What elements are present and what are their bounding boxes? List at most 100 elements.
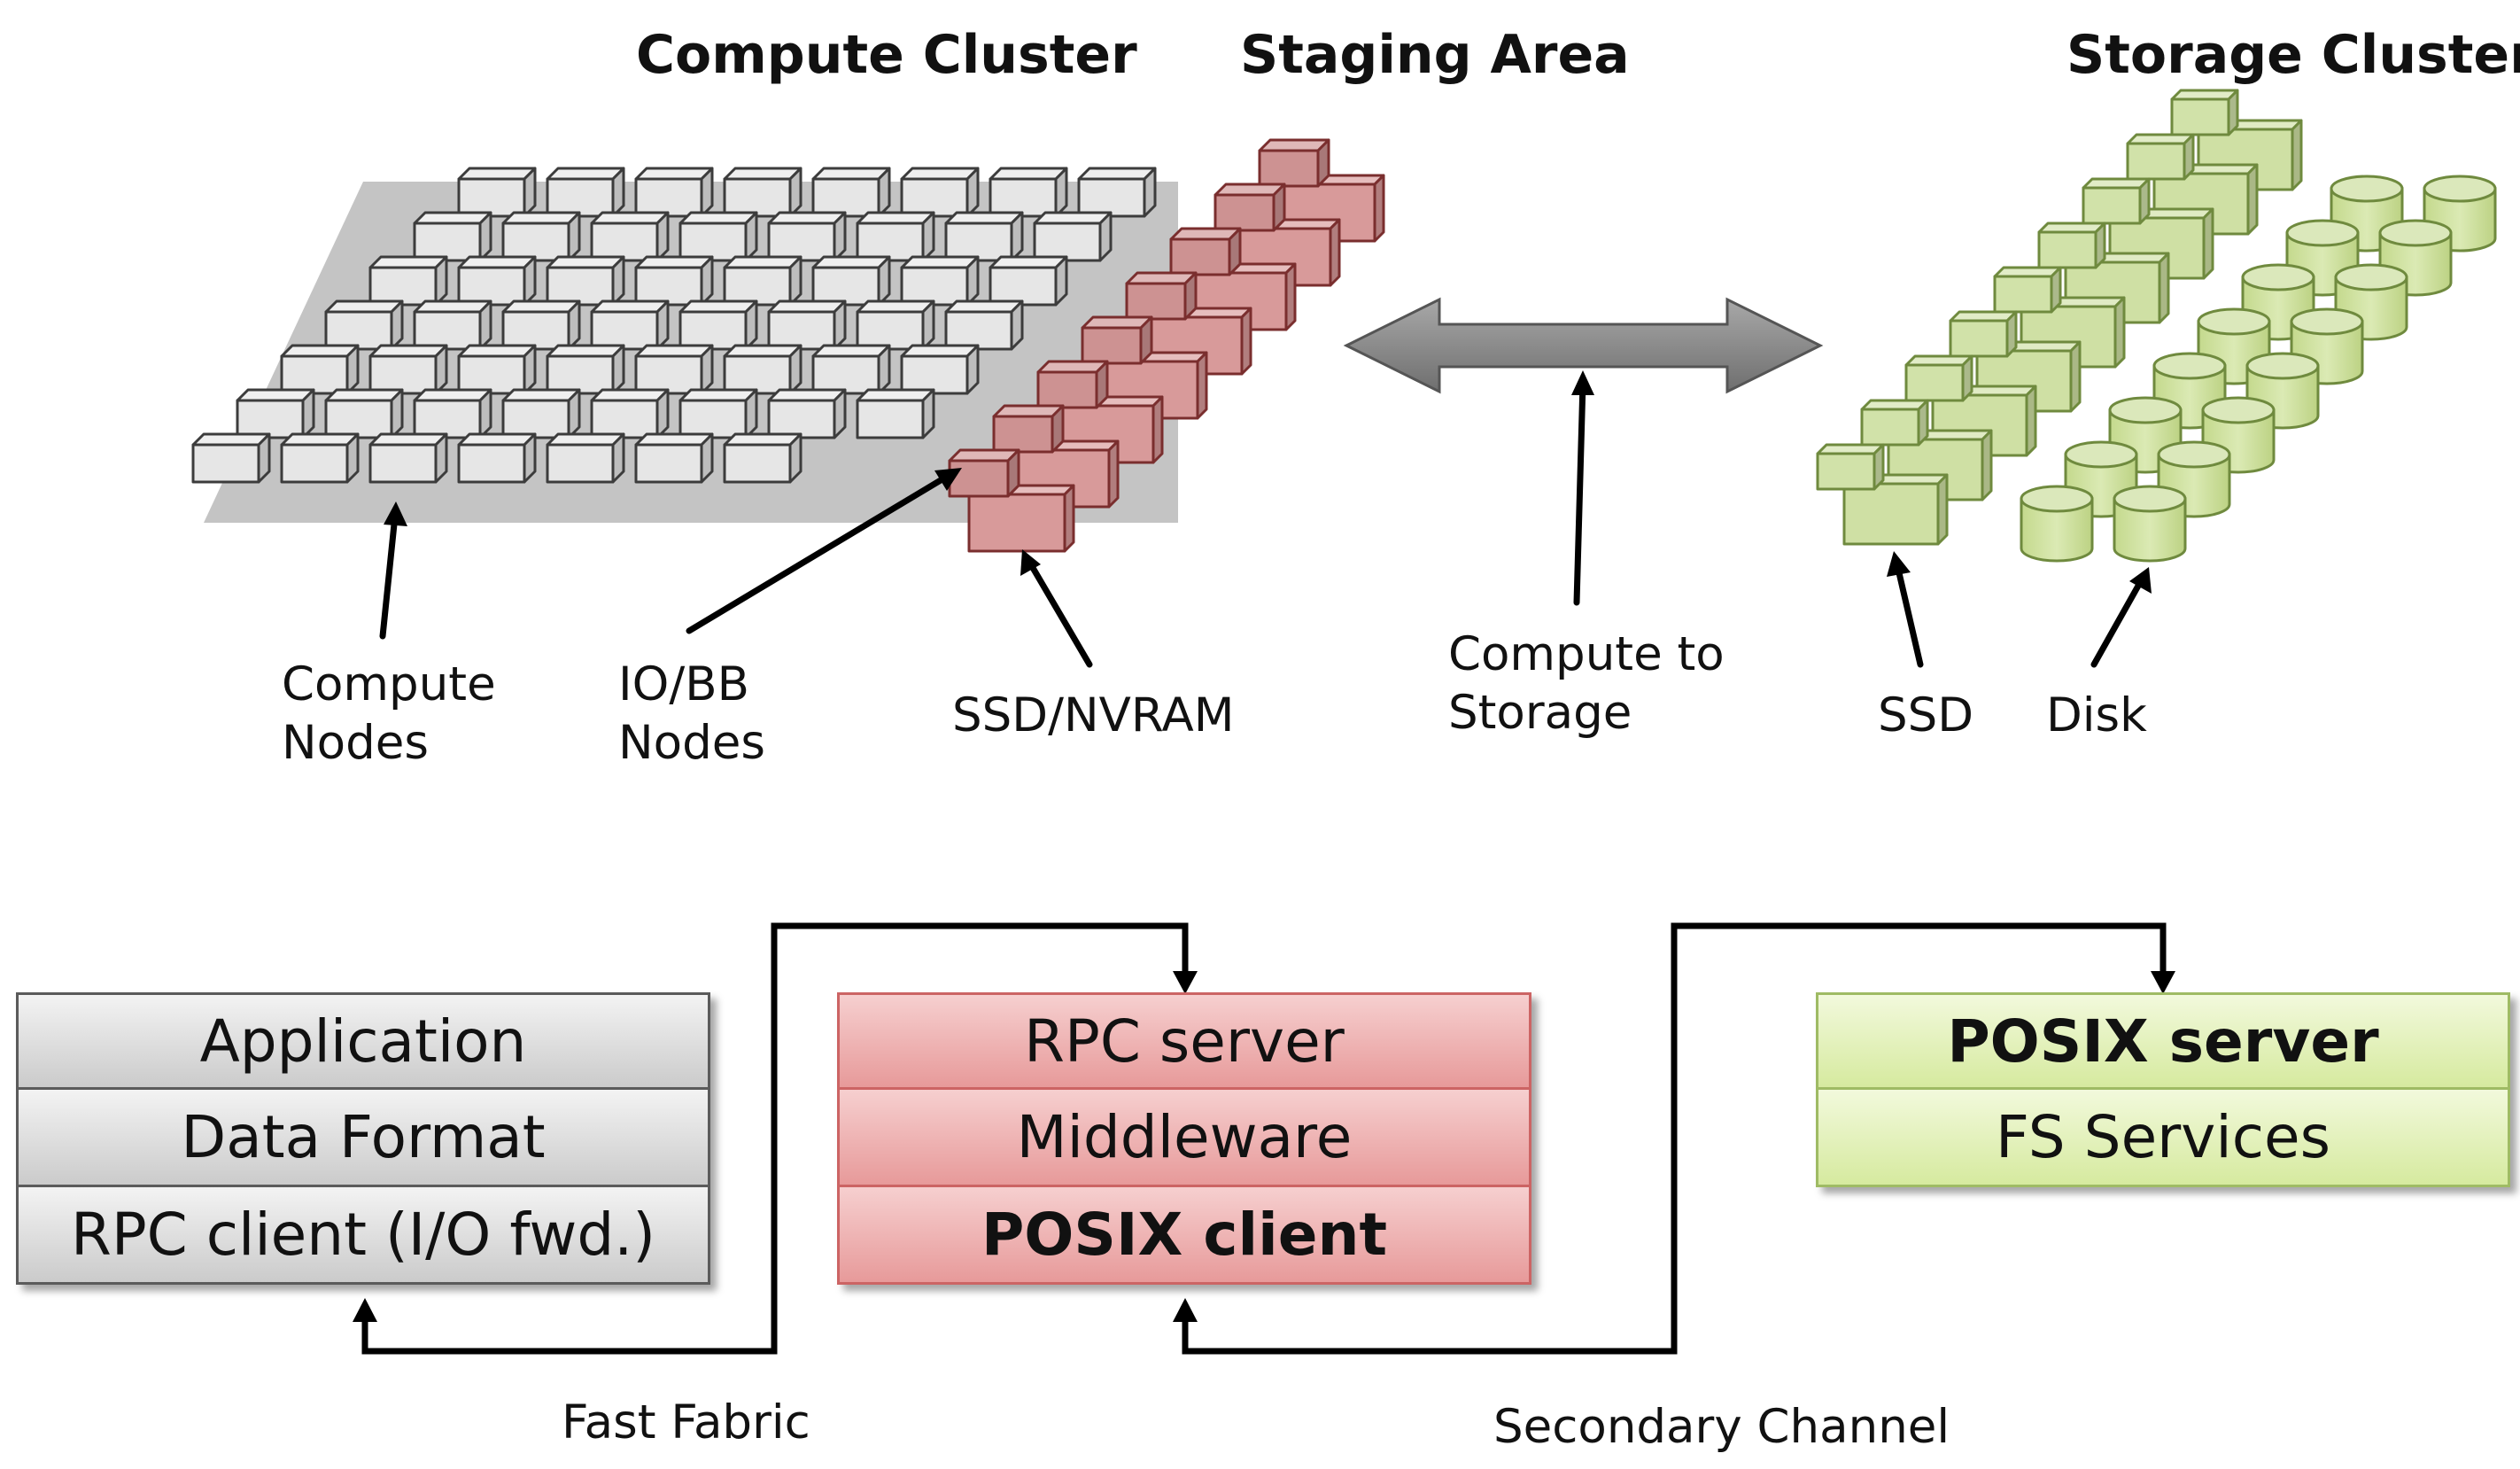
compute-node: [900, 344, 980, 395]
arrowhead: [1020, 549, 1041, 576]
storage-ssd-stack: [1816, 89, 2303, 546]
compute-node: [944, 211, 1024, 262]
io-bb-node: [1125, 271, 1198, 321]
compute-node: [1077, 167, 1157, 218]
compute-node: [457, 167, 537, 218]
ssd-label: SSD: [1878, 688, 1974, 742]
io-bb-node: [1258, 138, 1330, 188]
compute-node: [723, 432, 803, 484]
storage-server-node: [1949, 310, 2018, 358]
storage-server-node: [1993, 266, 2062, 314]
compute-node: [546, 255, 625, 307]
storage-server-node: [2126, 133, 2195, 181]
application-layer: Application: [16, 992, 710, 1090]
ssd-nvram-label: SSD/NVRAM: [952, 688, 1235, 742]
fs-services-layer: FS Services: [1816, 1090, 2510, 1187]
compute-node: [767, 211, 847, 262]
compute-node: [368, 432, 448, 484]
io-bb-node: [1081, 315, 1153, 365]
arrowhead: [1173, 1298, 1198, 1322]
compute-to-storage-arrow: [1343, 297, 1824, 394]
ssd-nvram-node: [967, 484, 1075, 553]
compute-node: [457, 344, 537, 395]
staging-area-heading: Staging Area: [1240, 24, 1630, 86]
compute-node: [811, 255, 891, 307]
compute-node: [457, 255, 537, 307]
compute-node: [634, 255, 714, 307]
compute-node: [989, 255, 1068, 307]
compute-node: [900, 255, 980, 307]
compute-node: [900, 167, 980, 218]
client-stack: Application Data Format RPC client (I/O …: [16, 992, 710, 1285]
compute-cluster-heading: Compute Cluster: [636, 24, 1137, 86]
compute-node: [368, 255, 448, 307]
compute-node: [324, 388, 404, 439]
compute-node: [678, 299, 758, 351]
compute-node: [856, 299, 935, 351]
io-bb-nodes-pointer: [686, 471, 953, 634]
posix-client-layer: POSIX client: [837, 1187, 1531, 1285]
compute-node: [501, 388, 581, 439]
arrowhead: [934, 468, 962, 491]
storage-server-node: [1860, 399, 1929, 447]
compute-node: [1033, 211, 1113, 262]
arrowhead: [384, 501, 407, 526]
storage-server-node: [1904, 354, 1973, 402]
arrowhead: [1571, 370, 1594, 395]
arrowhead: [2129, 567, 2152, 594]
compute-nodes-pointer: [379, 512, 399, 640]
staging-node-stack: [948, 138, 1385, 553]
compute-node: [723, 255, 803, 307]
compute-node: [944, 299, 1024, 351]
disk-pointer: [2090, 576, 2145, 668]
compute-node: [590, 211, 670, 262]
io-bb-nodes-label: IO/BB Nodes: [618, 657, 765, 770]
compute-node: [590, 388, 670, 439]
compute-node: [280, 344, 360, 395]
compute-node: [678, 388, 758, 439]
arrowhead: [353, 1298, 377, 1322]
disk-label: Disk: [2046, 688, 2147, 742]
compute-node: [191, 432, 271, 484]
io-bb-node: [1169, 227, 1242, 276]
disk-cylinder: [2378, 219, 2453, 297]
storage-cluster-heading: Storage Cluster: [2066, 24, 2520, 86]
compute-node: [856, 388, 935, 439]
compute-node: [590, 299, 670, 351]
compute-node: [811, 167, 891, 218]
compute-node: [501, 211, 581, 262]
compute-node: [546, 167, 625, 218]
disk-cylinder: [2020, 485, 2094, 563]
compute-node: [324, 299, 404, 351]
rpc-server-layer: RPC server: [837, 992, 1531, 1090]
compute-node: [501, 299, 581, 351]
storage-server-node: [1816, 443, 1885, 491]
compute-node: [634, 344, 714, 395]
fast-fabric-label: Fast Fabric: [562, 1395, 810, 1450]
compute-node: [236, 388, 315, 439]
compute-node: [723, 344, 803, 395]
middleware-layer: Middleware: [837, 1090, 1531, 1187]
io-bb-node: [1213, 183, 1286, 232]
storage-disk-array: [2020, 175, 2497, 563]
compute-node: [280, 432, 360, 484]
compute-node: [457, 432, 537, 484]
compute-node: [634, 432, 714, 484]
compute-node: [767, 388, 847, 439]
secondary-channel-label: Secondary Channel: [1493, 1400, 1950, 1454]
compute-node: [811, 344, 891, 395]
compute-to-storage-pointer: [1573, 379, 1586, 606]
secondary-channel-link: [1182, 922, 2167, 1355]
rpc-client-layer: RPC client (I/O fwd.): [16, 1187, 710, 1285]
compute-node: [413, 299, 492, 351]
compute-node: [546, 432, 625, 484]
ssd-pointer: [1894, 562, 1924, 668]
ssd-nvram-pointer: [1026, 558, 1093, 668]
fast-fabric-link: [361, 922, 1189, 1355]
compute-node: [413, 211, 492, 262]
compute-node: [723, 167, 803, 218]
storage-server-node: [2170, 89, 2239, 136]
io-bb-node: [1036, 360, 1109, 409]
arrowhead: [2151, 971, 2175, 994]
